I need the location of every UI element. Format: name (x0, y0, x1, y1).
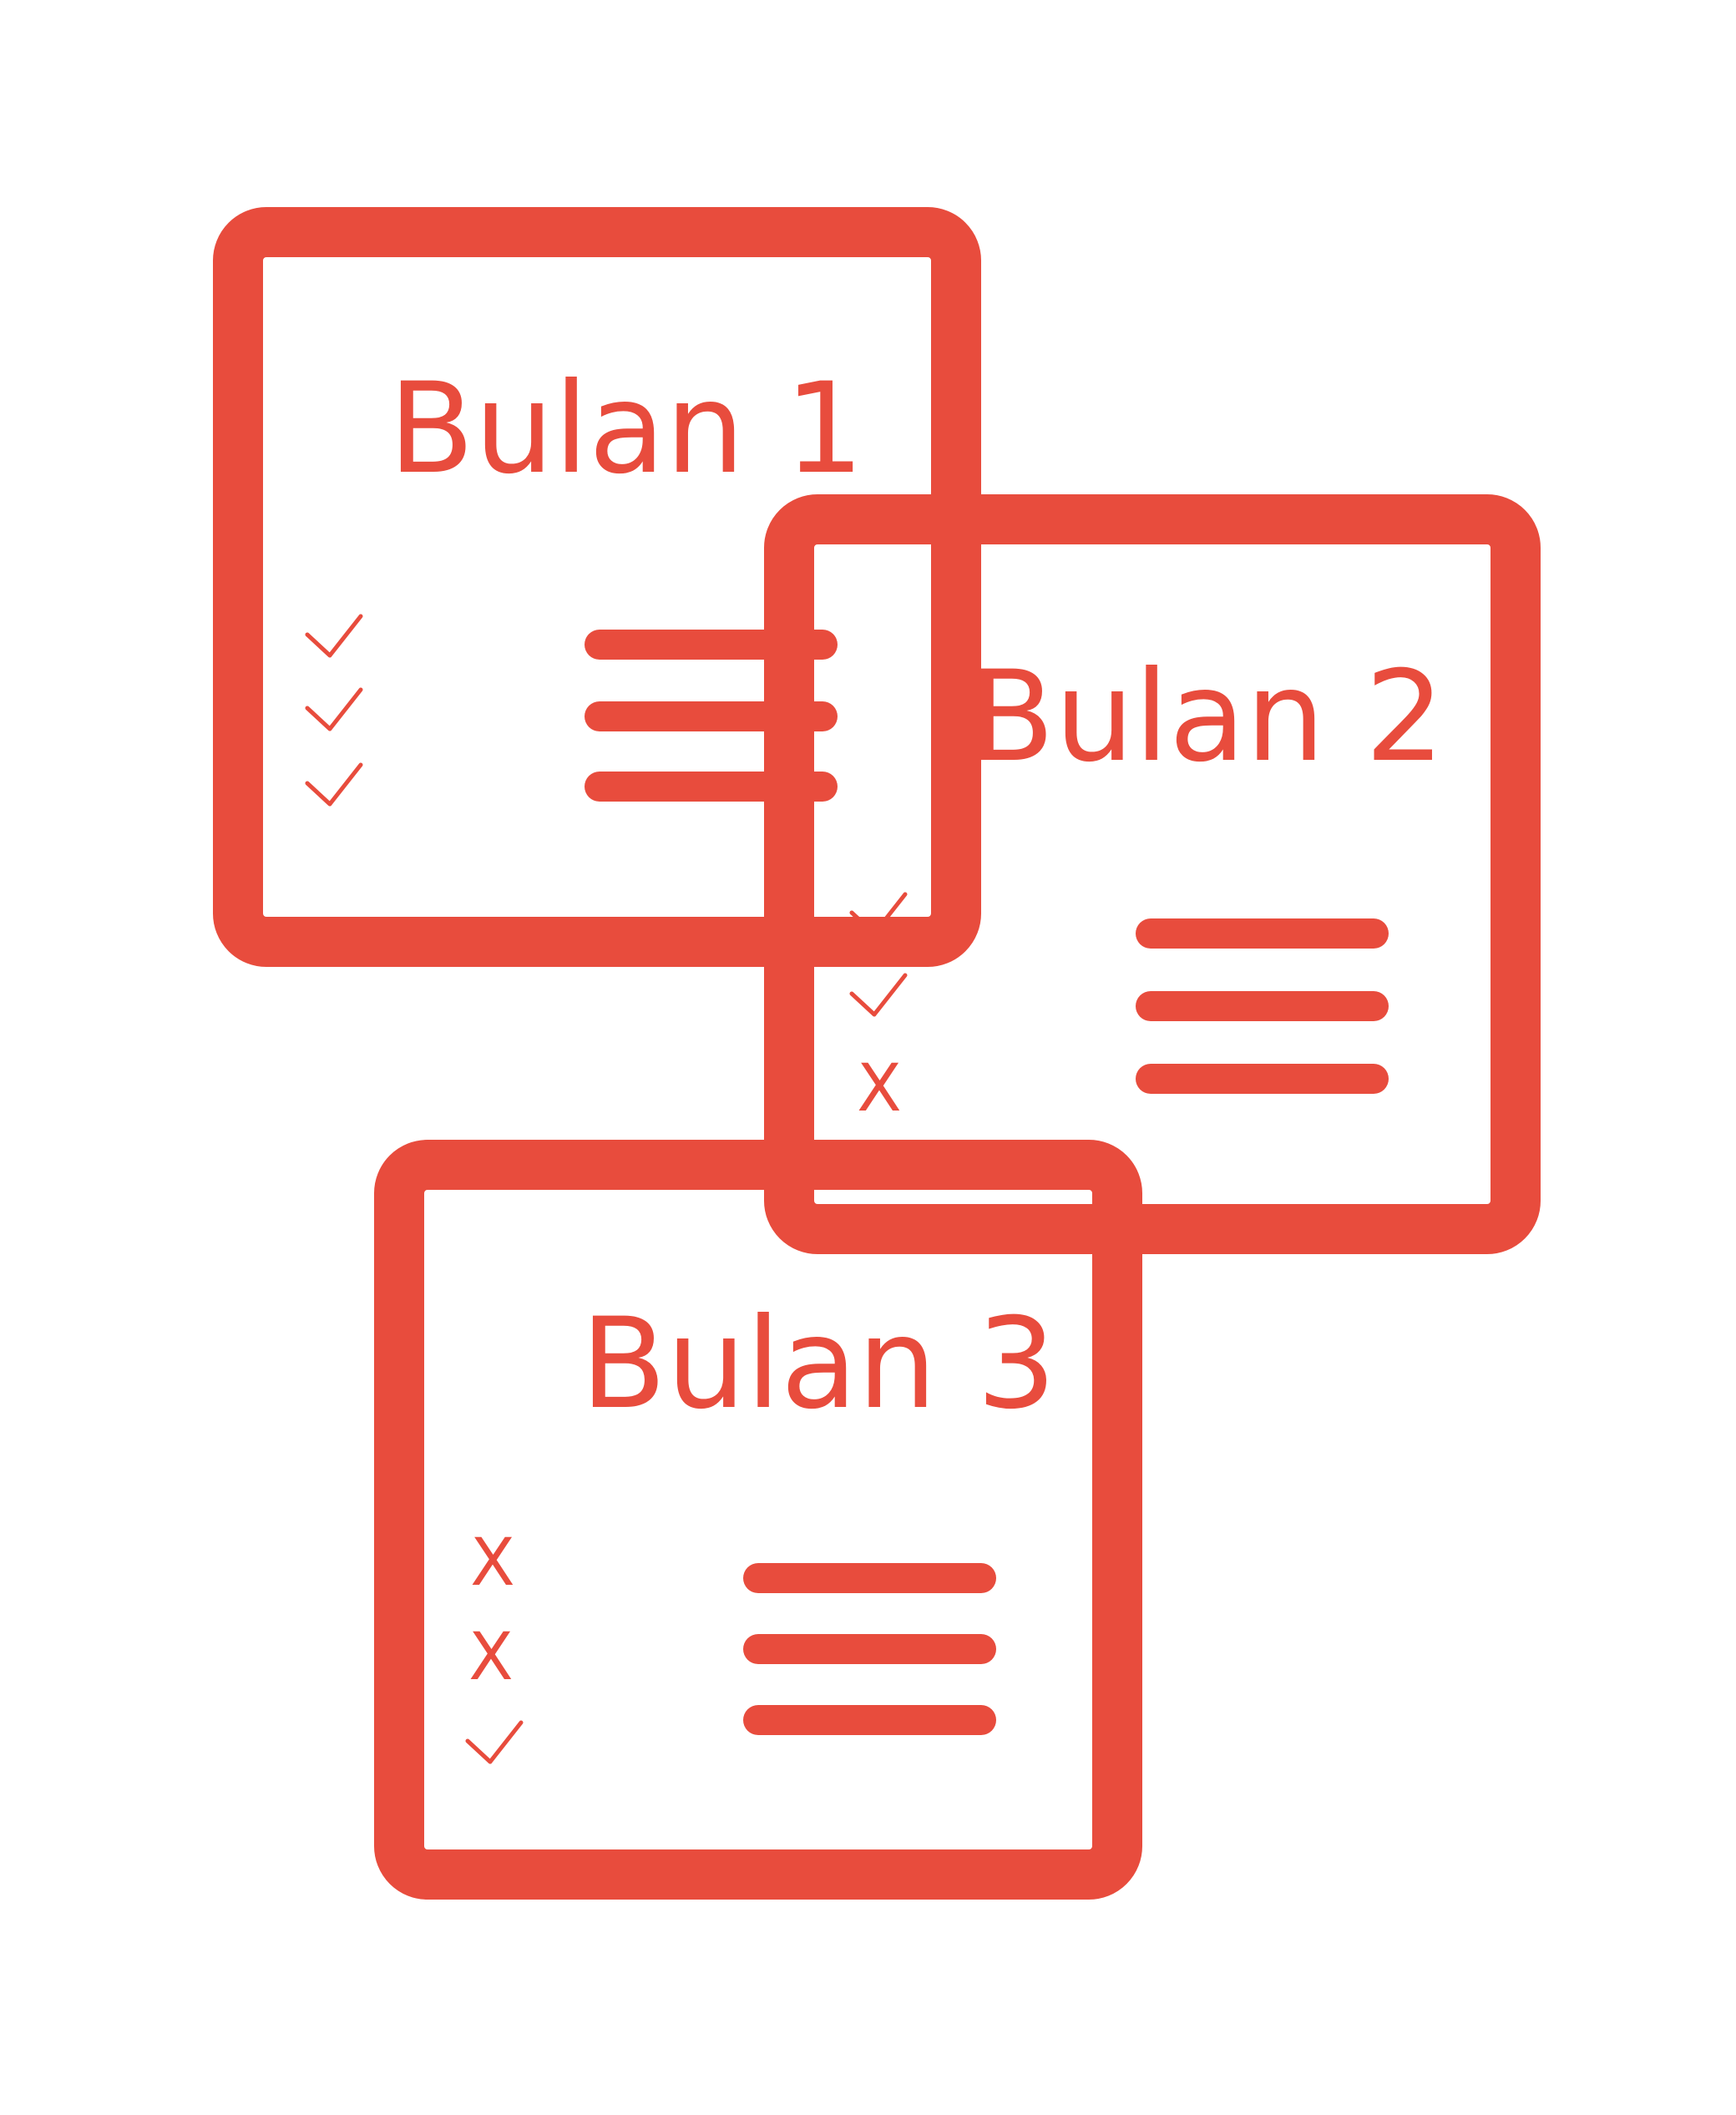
card-3: Bulan 3 X X (374, 1140, 1142, 1900)
check-icon (465, 1720, 524, 1764)
card-3-frame (374, 1140, 1142, 1900)
card-1-frame (213, 207, 981, 967)
card-2-frame (764, 494, 1541, 1254)
cross-mark: X (470, 1526, 514, 1601)
check-icon (849, 973, 908, 1017)
cross-mark: X (857, 1051, 901, 1126)
card-2: Bulan 2 X (764, 494, 1541, 1254)
card-1-title: Bulan 1 (388, 357, 864, 502)
card-3-title: Bulan 3 (580, 1292, 1056, 1437)
cross-mark: X (468, 1620, 513, 1695)
check-icon (305, 762, 363, 807)
card-1: Bulan 1 (213, 207, 981, 967)
check-icon (305, 614, 363, 658)
card-2-title: Bulan 2 (969, 645, 1445, 790)
check-icon (849, 892, 908, 936)
check-icon (305, 687, 363, 731)
